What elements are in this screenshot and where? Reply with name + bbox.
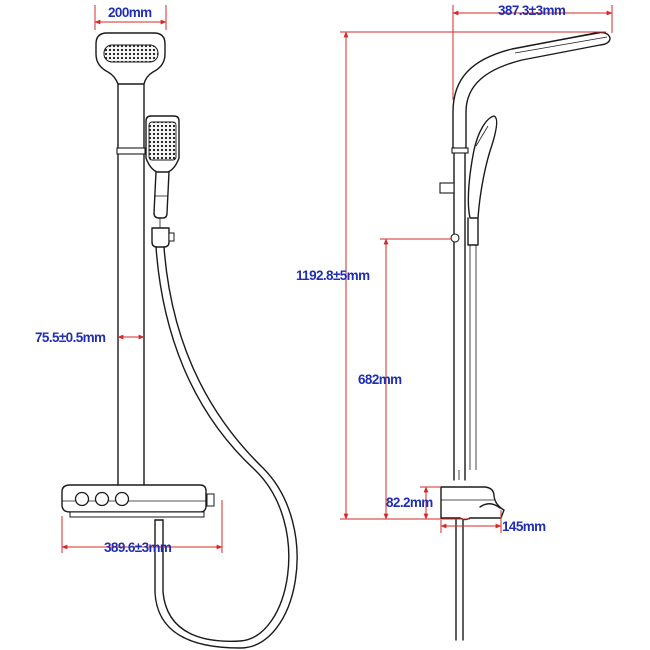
front-view: 200mm 75.5±0.5mm 389.6±3mm (35, 5, 298, 649)
dim-label-pipe-diameter: 75.5±0.5mm (35, 330, 106, 345)
control-console (61, 484, 215, 521)
riser-pipe-side (439, 147, 469, 481)
dimension-pipe-diameter: 75.5±0.5mm (35, 330, 145, 345)
hand-shower-side (450, 115, 498, 470)
dim-label-total-height: 1192.8±5mm (296, 268, 370, 283)
dimension-spout-depth: 145mm (440, 510, 547, 534)
rain-shower-head (95, 32, 166, 85)
dim-label-arm-reach: 387.3±3mm (498, 3, 566, 18)
control-knob-2 (94, 491, 110, 507)
dim-label-mount-height: 682mm (358, 372, 402, 387)
control-knob-1 (74, 491, 90, 507)
dimension-console-height: 82.2mm (386, 486, 441, 520)
control-knob-3 (114, 491, 130, 507)
shower-arm-side (452, 31, 611, 149)
dim-label-console-height: 82.2mm (386, 495, 433, 510)
dim-label-spout-depth: 145mm (502, 519, 546, 534)
dimension-arm-reach: 387.3±3mm (452, 3, 613, 100)
dimension-head-width: 200mm (94, 5, 167, 30)
side-view: 387.3±3mm 1192.8±5mm 682mm 82.2mm 145mm (296, 3, 613, 641)
hose-side (455, 519, 464, 641)
dimension-total-height: 1192.8±5mm (296, 31, 606, 520)
dimension-console-width: 389.6±3mm (61, 500, 223, 555)
hose (154, 246, 298, 649)
hand-shower (145, 115, 180, 248)
dim-label-head-width: 200mm (108, 5, 152, 20)
riser-pipe (116, 83, 146, 486)
console-side (440, 486, 505, 521)
dimension-mount-height: 682mm (358, 238, 452, 520)
dim-label-console-width: 389.6±3mm (104, 540, 172, 555)
